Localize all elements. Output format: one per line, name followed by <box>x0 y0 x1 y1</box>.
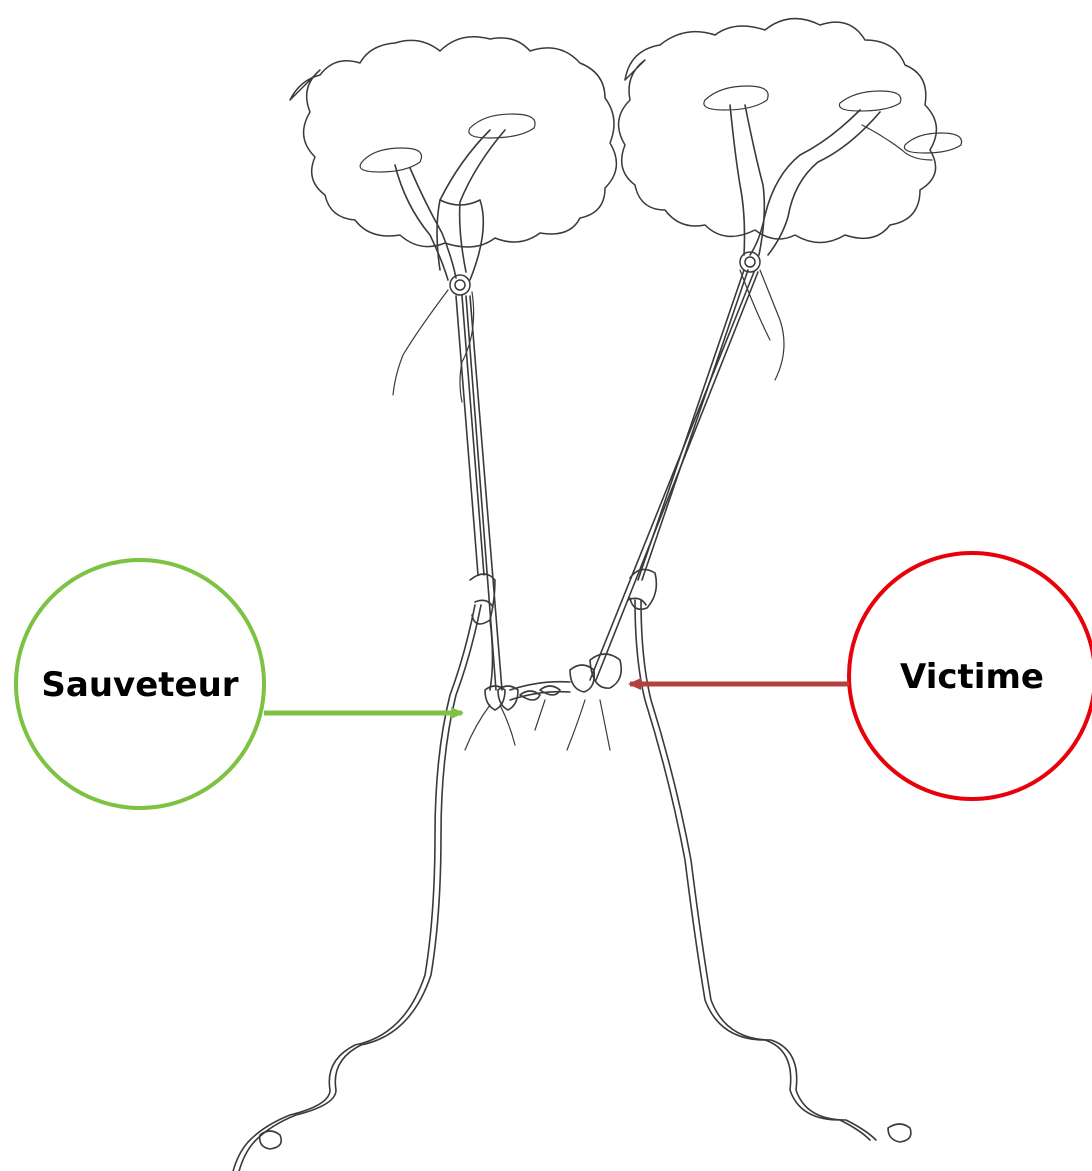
right-anchor <box>619 19 962 380</box>
rescuer-label: Sauveteur <box>41 665 238 705</box>
victim-rope <box>567 270 911 1142</box>
rescuer-rope <box>230 296 518 1171</box>
rescuer-callout: Sauveteur <box>16 560 462 808</box>
victim-callout: Victime <box>630 553 1092 799</box>
victim-label: Victime <box>900 657 1044 697</box>
rescuer-victim-link <box>510 682 570 730</box>
left-anchor <box>290 37 616 402</box>
